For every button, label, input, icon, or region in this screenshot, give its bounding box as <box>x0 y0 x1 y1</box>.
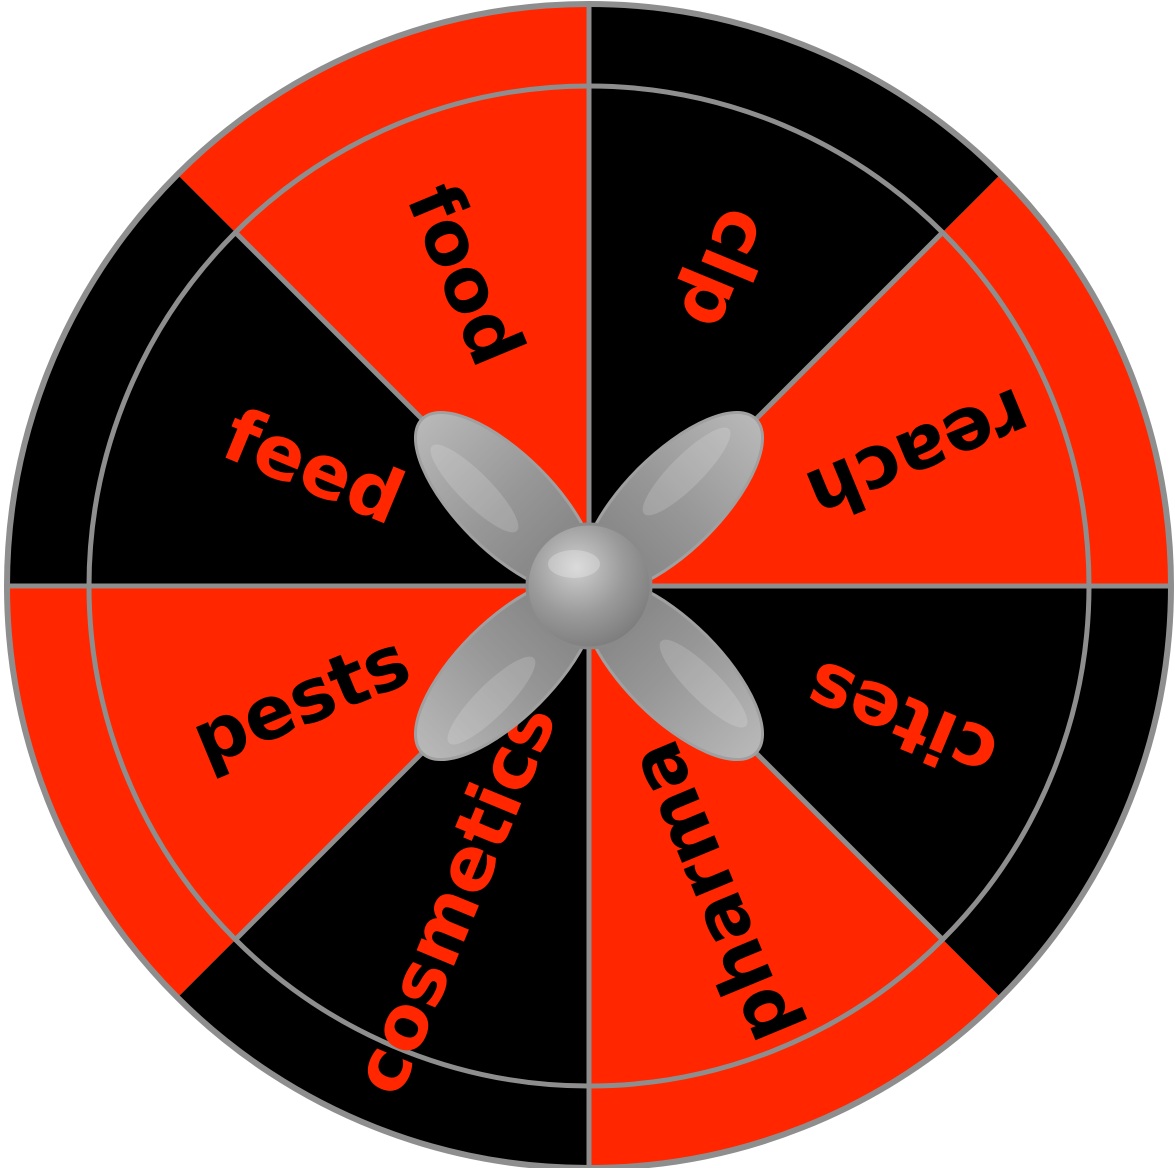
spinner-hub-highlight <box>548 550 600 578</box>
spinner-hub[interactable] <box>527 524 651 648</box>
